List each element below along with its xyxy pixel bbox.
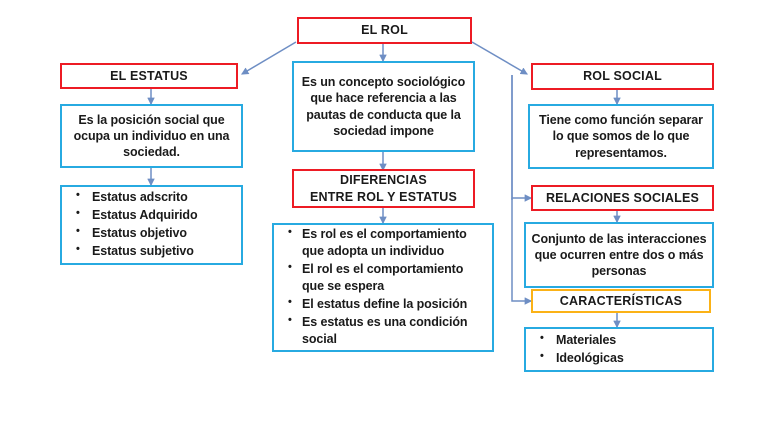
list-item: Es estatus es una condición social bbox=[286, 313, 486, 348]
estatus-bullet-list: Estatus adscrito Estatus Adquirido Estat… bbox=[62, 188, 241, 261]
node-relaciones-definition-text: Conjunto de las interacciones que ocurre… bbox=[531, 231, 707, 279]
wire-root-to-rolsocial bbox=[471, 41, 528, 75]
node-diferencias-list[interactable]: Es rol es el comportamiento que adopta u… bbox=[272, 223, 494, 352]
list-item: Materiales bbox=[538, 331, 706, 349]
list-item: Es rol es el comportamiento que adopta u… bbox=[286, 225, 486, 260]
list-item: Estatus adscrito bbox=[74, 188, 235, 206]
node-estatus-definition-text: Es la posición social que ocupa un indiv… bbox=[73, 112, 230, 160]
node-el-rol-label: EL ROL bbox=[361, 23, 408, 38]
list-item: Estatus objetivo bbox=[74, 224, 235, 242]
node-rol-social-definition[interactable]: Tiene como función separar lo que somos … bbox=[528, 104, 714, 169]
node-caracteristicas-list[interactable]: Materiales Ideológicas bbox=[524, 327, 714, 372]
node-relaciones-sociales[interactable]: RELACIONES SOCIALES bbox=[531, 185, 714, 211]
node-el-rol[interactable]: EL ROL bbox=[297, 17, 472, 44]
wire-root-to-estatus bbox=[241, 41, 297, 75]
node-diferencias[interactable]: DIFERENCIAS ENTRE ROL Y ESTATUS bbox=[292, 169, 475, 208]
node-relaciones-sociales-label: RELACIONES SOCIALES bbox=[545, 190, 700, 205]
node-rol-definition-text: Es un concepto sociológico que hace refe… bbox=[301, 75, 466, 138]
list-item: El estatus define la posición bbox=[286, 295, 486, 313]
list-item: El rol es el comportamiento que se esper… bbox=[286, 260, 486, 295]
node-estatus-list[interactable]: Estatus adscrito Estatus Adquirido Estat… bbox=[60, 185, 243, 265]
node-el-estatus-label: EL ESTATUS bbox=[110, 68, 188, 83]
node-caracteristicas[interactable]: CARACTERÍSTICAS bbox=[531, 289, 711, 313]
node-relaciones-definition[interactable]: Conjunto de las interacciones que ocurre… bbox=[524, 222, 714, 288]
node-rol-social-definition-text: Tiene como función separar lo que somos … bbox=[539, 113, 703, 160]
list-item: Estatus Adquirido bbox=[74, 206, 235, 224]
node-el-estatus[interactable]: EL ESTATUS bbox=[60, 63, 238, 89]
diferencias-bullet-list: Es rol es el comportamiento que adopta u… bbox=[274, 225, 492, 349]
node-rol-social-label: ROL SOCIAL bbox=[583, 69, 662, 84]
caracteristicas-bullet-list: Materiales Ideológicas bbox=[526, 331, 712, 368]
node-caracteristicas-label: CARACTERÍSTICAS bbox=[559, 293, 683, 308]
list-item: Ideológicas bbox=[538, 349, 706, 367]
node-rol-definition[interactable]: Es un concepto sociológico que hace refe… bbox=[292, 61, 475, 152]
node-estatus-definition[interactable]: Es la posición social que ocupa un indiv… bbox=[60, 104, 243, 168]
list-item: Estatus subjetivo bbox=[74, 242, 235, 260]
node-diferencias-label: DIFERENCIAS ENTRE ROL Y ESTATUS bbox=[309, 173, 458, 204]
node-rol-social[interactable]: ROL SOCIAL bbox=[531, 63, 714, 90]
